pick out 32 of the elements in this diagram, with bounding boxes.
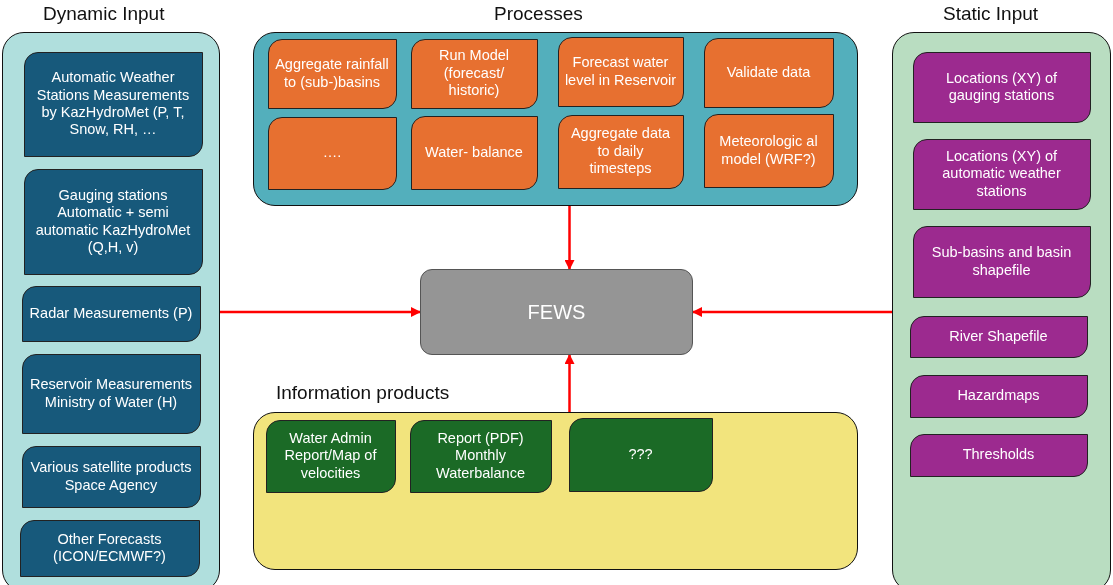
process-box: River Shapefile bbox=[909, 315, 1088, 358]
process-box: Other Forecasts (ICON/ECMWF?) bbox=[19, 519, 200, 577]
process-box: Locations (XY) of automatic weather stations bbox=[912, 138, 1091, 210]
process-box: ??? bbox=[568, 417, 713, 492]
arrow bbox=[564, 206, 575, 270]
process-box: Water- balance bbox=[410, 115, 538, 190]
process-box: Water Admin Report/Map of velocities bbox=[265, 419, 396, 493]
process-box: Thresholds bbox=[909, 433, 1088, 477]
arrow bbox=[220, 307, 421, 317]
process-box: Automatic Weather Stations Measurements by KazHydroMet (P, T, Snow, RH, … bbox=[23, 51, 203, 157]
process-box: Aggregate rainfall to (sub-)basins bbox=[267, 38, 397, 109]
process-box: Run Model (forecast/ historic) bbox=[410, 38, 538, 109]
process-box: Sub-basins and basin shapefile bbox=[912, 225, 1091, 298]
group-heading: Information products bbox=[276, 382, 450, 404]
arrow bbox=[692, 307, 892, 317]
group-heading: Static Input bbox=[943, 3, 1039, 25]
process-box: Aggregate data to daily timesteps bbox=[557, 114, 684, 189]
process-box: Report (PDF) Monthly Waterbalance bbox=[409, 419, 552, 493]
process-box: Various satellite products Space Agency bbox=[21, 445, 201, 508]
arrow bbox=[564, 354, 575, 412]
process-box: …. bbox=[267, 116, 397, 190]
group-heading: Dynamic Input bbox=[43, 3, 165, 25]
process-box: Radar Measurements (P) bbox=[21, 285, 201, 342]
process-box: Meteorologic al model (WRF?) bbox=[703, 113, 834, 188]
process-box: Hazardmaps bbox=[909, 374, 1088, 418]
process-box: Gauging stations Automatic + semi automatic KazHydroMet (Q,H, v) bbox=[23, 168, 203, 275]
group-heading: Processes bbox=[494, 3, 583, 25]
process-box: Locations (XY) of gauging stations bbox=[912, 51, 1091, 123]
process-box: Forecast water level in Reservoir bbox=[557, 36, 684, 107]
system-box: FEWS bbox=[420, 269, 693, 355]
process-box: Validate data bbox=[703, 37, 834, 108]
process-box: Reservoir Measurements Ministry of Water (H) bbox=[21, 353, 201, 434]
